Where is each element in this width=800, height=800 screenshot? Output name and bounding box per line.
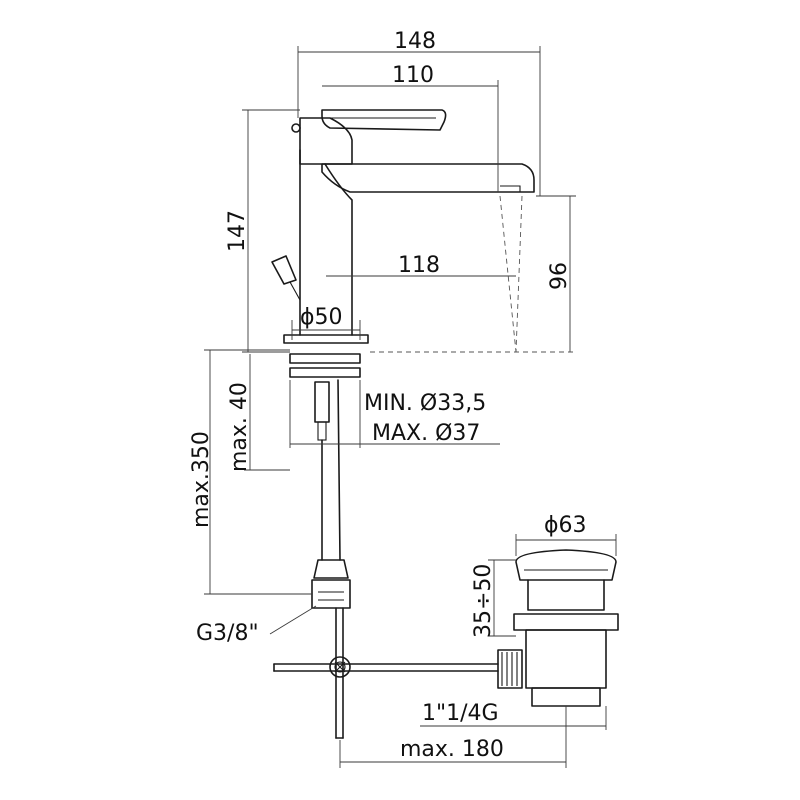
deck-washer-bottom bbox=[289, 367, 361, 378]
dim-waste-diameter: ϕ63 bbox=[544, 513, 587, 538]
deck-washer-top bbox=[289, 353, 361, 364]
waste-cap bbox=[515, 549, 617, 581]
lever-handle bbox=[321, 109, 447, 131]
water-jet-line bbox=[499, 195, 517, 353]
dim-height: 147 bbox=[225, 210, 250, 252]
faucet-body bbox=[271, 109, 535, 609]
pop-up-waste bbox=[273, 549, 619, 739]
dim-spout-to-base: 118 bbox=[398, 253, 440, 278]
handle-connector bbox=[299, 117, 353, 165]
dim-hose-length: max.350 bbox=[189, 431, 214, 528]
dim-hole-min: MIN. Ø33,5 bbox=[364, 391, 486, 416]
dim-base-diameter: ϕ50 bbox=[300, 305, 343, 330]
waste-connector bbox=[497, 649, 523, 689]
spout bbox=[321, 163, 535, 193]
dim-deck-thickness: max. 40 bbox=[227, 382, 252, 472]
waste-body bbox=[525, 629, 607, 689]
lift-rod bbox=[335, 607, 344, 739]
dim-hole-max: MAX. Ø37 bbox=[372, 421, 480, 446]
waste-tail bbox=[531, 687, 601, 707]
dim-spout-height: 96 bbox=[547, 262, 572, 290]
waste-stem bbox=[527, 579, 605, 611]
diverter-knob bbox=[271, 255, 297, 285]
dim-hose-connection: G3/8" bbox=[196, 621, 259, 646]
dim-rod-length: max. 180 bbox=[400, 737, 504, 762]
dimension-labels: 148 110 147 118 96 ϕ50 MIN. Ø33,5 MAX. Ø… bbox=[189, 29, 587, 762]
fixing-stud bbox=[314, 381, 330, 423]
dim-spout-reach: 110 bbox=[392, 63, 434, 88]
hose-ferrule bbox=[313, 559, 349, 579]
hose-nut bbox=[311, 579, 351, 609]
dim-waste-thread: 1"1/4G bbox=[422, 701, 499, 726]
dim-overall-width: 148 bbox=[394, 29, 436, 54]
hose-right bbox=[337, 379, 341, 561]
base-plate bbox=[283, 334, 369, 344]
waste-flange bbox=[513, 613, 619, 631]
pull-rod bbox=[273, 663, 499, 672]
aerator bbox=[500, 185, 521, 192]
rod-clamp bbox=[329, 656, 351, 678]
lever-pivot bbox=[291, 123, 301, 133]
dimension-lines bbox=[204, 46, 617, 768]
dim-waste-range: 35÷50 bbox=[471, 564, 496, 638]
